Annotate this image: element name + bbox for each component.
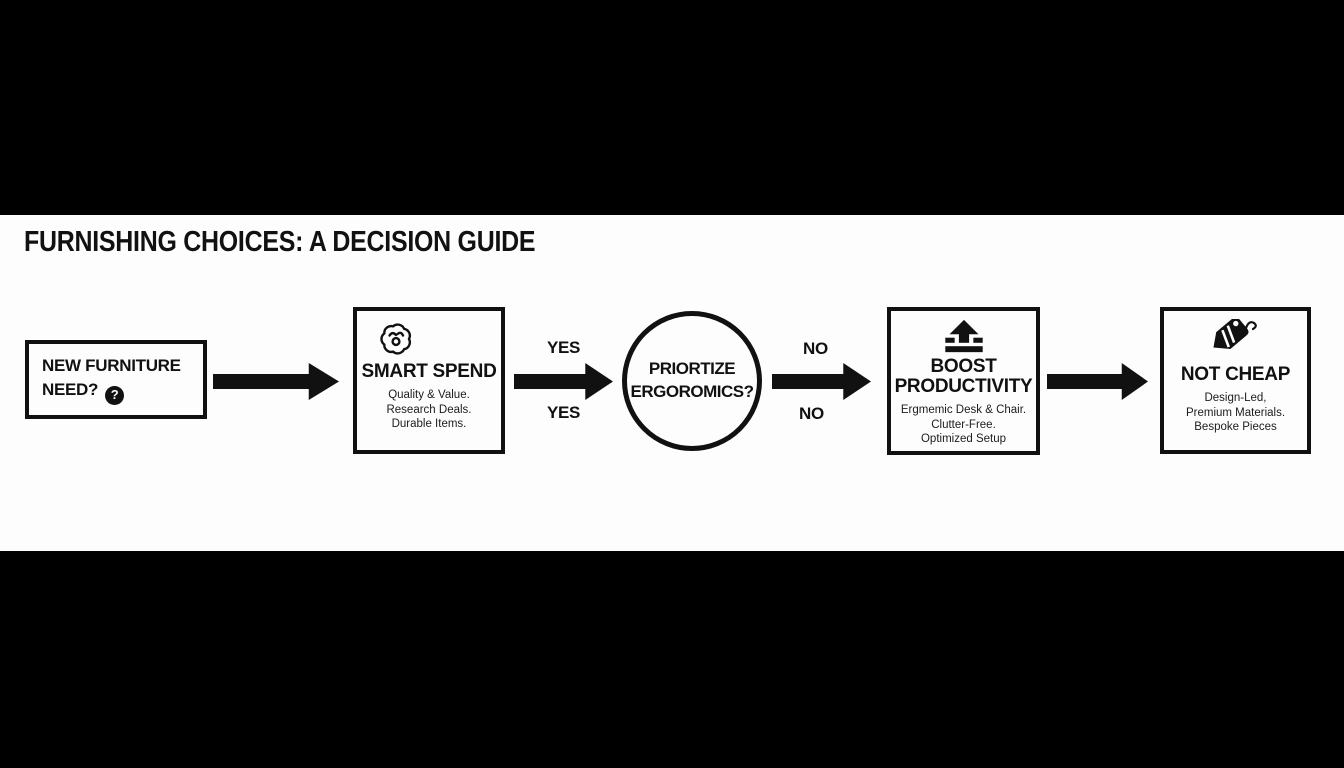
detail-line: Quality & Value. xyxy=(388,389,470,402)
arrow-icon xyxy=(213,363,339,400)
node-title: NOT CHEAP xyxy=(1180,364,1291,385)
node-details: Ergmemic Desk & Chair. Clutter-Free. Opt… xyxy=(901,403,1026,447)
node-label: NEW FURNITURE NEED?? xyxy=(42,354,195,405)
detail-line: Durable Items. xyxy=(391,418,467,431)
arrow-icon xyxy=(1047,363,1148,400)
node-title: SMART SPEND xyxy=(361,361,497,382)
edge-label-no-top: NO xyxy=(803,339,828,358)
arrow-icon xyxy=(772,363,871,400)
detail-line: Premium Materials. xyxy=(1185,406,1286,419)
node-details: Design-Led, Premium Materials. Bespoke P… xyxy=(1186,391,1285,435)
detail-line: Optimized Setup xyxy=(920,433,1006,446)
detail-line: Research Deals. xyxy=(386,403,472,416)
edge-label-yes-bottom: YES xyxy=(546,403,581,422)
brain-icon xyxy=(377,320,415,358)
decision-label: PRIORTIZE ERGOROMICS? xyxy=(630,359,754,401)
node-label-text: NEW FURNITURE NEED? xyxy=(42,356,181,400)
node-boost-productivity: BOOST PRODUCTIVITY Ergmemic Desk & Chair… xyxy=(887,307,1040,455)
price-tag-icon xyxy=(1212,317,1259,361)
detail-line: Design-Led, xyxy=(1204,392,1267,405)
node-new-furniture-need: NEW FURNITURE NEED?? xyxy=(25,340,207,419)
node-smart-spend: SMART SPEND Quality & Value. Research De… xyxy=(353,307,505,454)
detail-line: Ergmemic Desk & Chair. xyxy=(900,404,1027,417)
node-details: Quality & Value. Research Deals. Durable… xyxy=(386,388,471,432)
detail-line: Clutter-Free. xyxy=(931,418,996,431)
edge-label-yes-top: YES xyxy=(546,338,581,357)
page-title: FURNISHING CHOICES: A DECISION GUIDE xyxy=(24,226,536,258)
edge-label-no-bottom: NO xyxy=(799,404,824,423)
question-circle-icon: ? xyxy=(105,385,125,405)
decision-prioritize-ergonomics: PRIORTIZE ERGOROMICS? xyxy=(622,311,762,451)
arrow-icon xyxy=(514,363,613,400)
upload-icon xyxy=(942,319,986,353)
detail-line: Bespoke Pieces xyxy=(1194,421,1277,434)
node-not-cheap: NOT CHEAP Design-Led, Premium Materials.… xyxy=(1160,307,1311,454)
node-title: BOOST PRODUCTIVITY xyxy=(894,356,1033,398)
